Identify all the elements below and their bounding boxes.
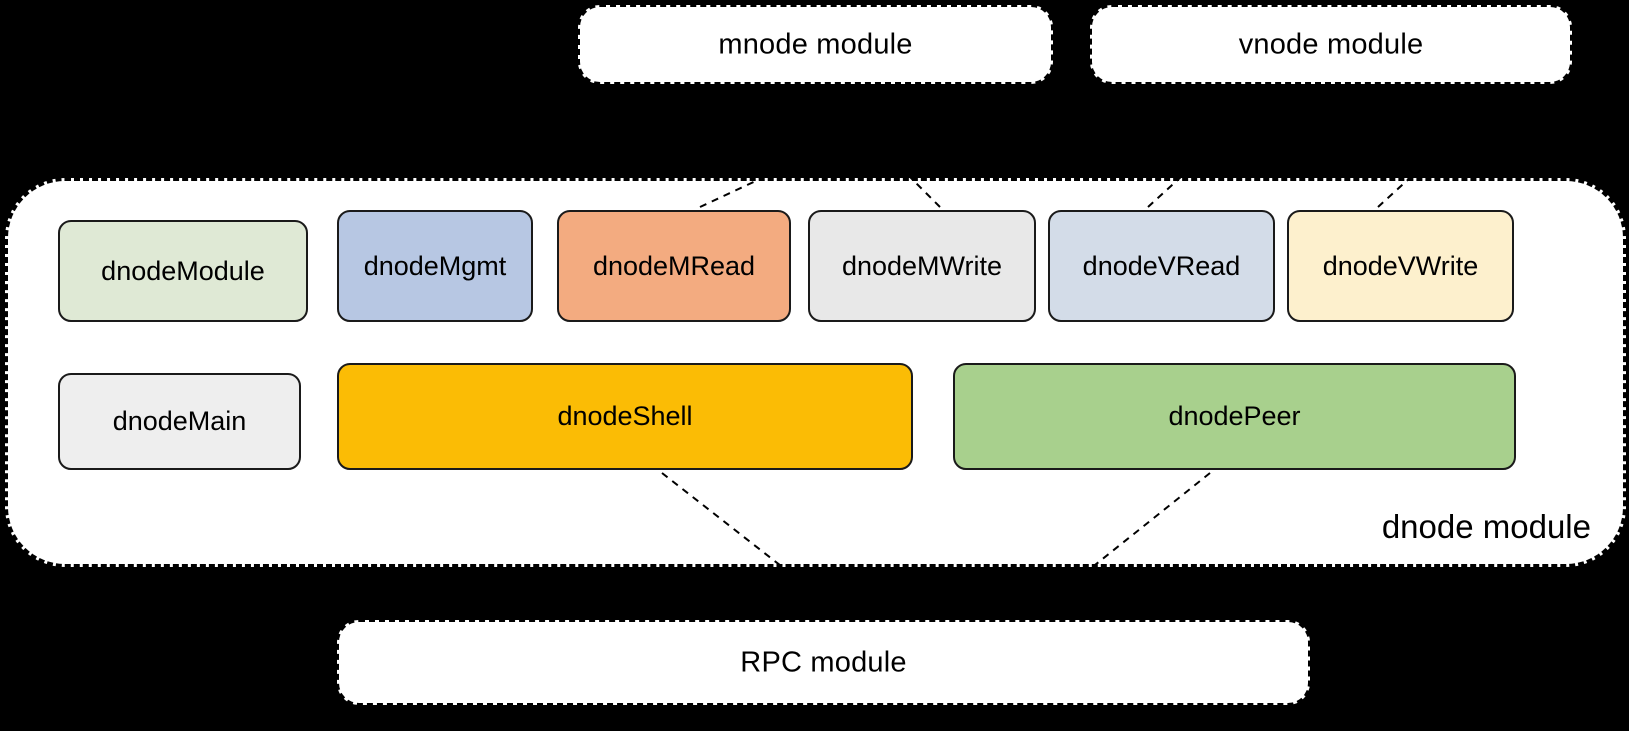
dnode-module-label: dnode module <box>1381 508 1591 545</box>
vnode-module-box[interactable]: vnode module <box>1090 5 1572 84</box>
node-box-label: dnodeMRead <box>592 250 756 281</box>
rpc-module-label: RPC module <box>740 646 907 678</box>
node-box-dnodepeer[interactable]: dnodePeer <box>953 363 1516 470</box>
node-box-dnodemodule[interactable]: dnodeModule <box>58 220 308 322</box>
vnode-module-label: vnode module <box>1238 28 1424 60</box>
mnode-module-box[interactable]: mnode module <box>578 5 1053 84</box>
node-box-dnodemgmt[interactable]: dnodeMgmt <box>337 210 533 322</box>
node-box-label: dnodeMain <box>112 406 247 436</box>
node-box-dnodemain[interactable]: dnodeMain <box>58 373 301 470</box>
node-box-dnodemread[interactable]: dnodeMRead <box>557 210 791 322</box>
rpc-module-box[interactable]: RPC module <box>337 620 1310 705</box>
node-box-label: dnodeModule <box>101 255 265 286</box>
node-box-label: dnodePeer <box>1168 401 1301 431</box>
node-box-dnodevread[interactable]: dnodeVRead <box>1048 210 1275 322</box>
node-box-dnodemwrite[interactable]: dnodeMWrite <box>808 210 1036 322</box>
node-box-dnodevwrite[interactable]: dnodeVWrite <box>1287 210 1514 322</box>
node-box-dnodeshell[interactable]: dnodeShell <box>337 363 913 470</box>
mnode-module-label: mnode module <box>718 28 913 60</box>
node-box-label: dnodeShell <box>557 401 693 431</box>
node-box-label: dnodeVRead <box>1082 250 1241 281</box>
node-box-label: dnodeMgmt <box>363 250 507 281</box>
node-box-label: dnodeMWrite <box>841 250 1003 281</box>
node-box-label: dnodeVWrite <box>1322 250 1479 281</box>
